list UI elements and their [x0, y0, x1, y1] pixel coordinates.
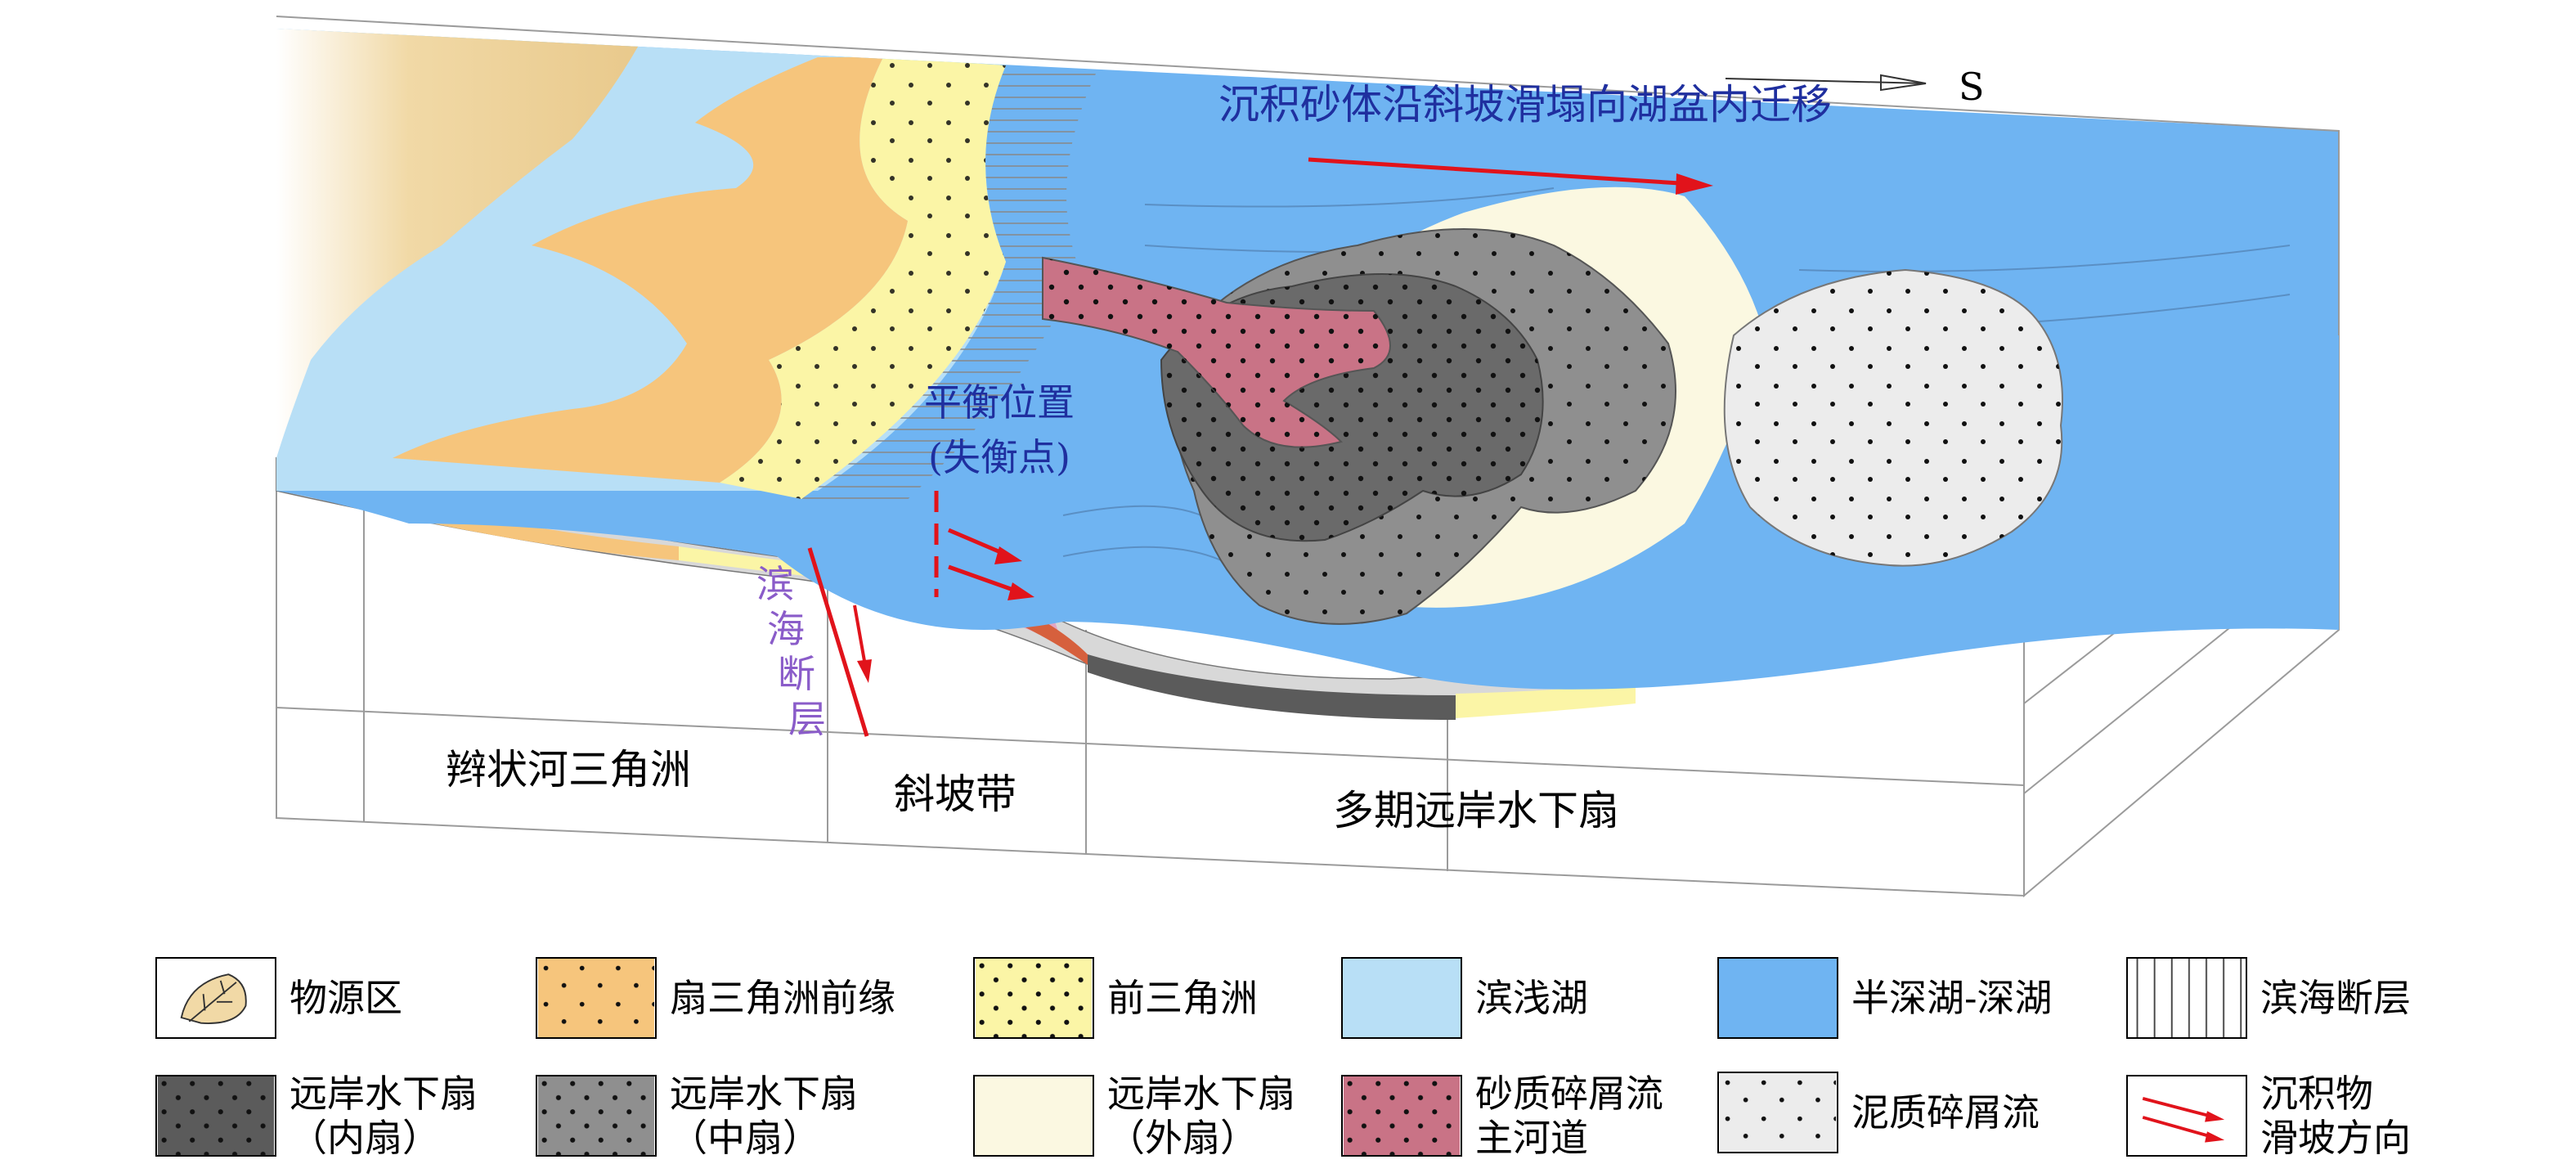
legend-label-fan-delta-front: 扇三角洲前缘 — [670, 976, 895, 1020]
slide-arrows — [948, 528, 1034, 600]
fault-swatch — [2126, 957, 2247, 1039]
coastal-fault — [807, 547, 872, 737]
legend-item-source: 物源区 — [155, 957, 402, 1039]
zone-label-slope: 斜坡带 — [894, 771, 1016, 818]
legend-label-slide-1: 沉积物 — [2260, 1072, 2373, 1116]
legend-label-sandy-channel-1: 砂质碎屑流 — [1475, 1072, 1663, 1116]
fan-delta-front-swatch — [536, 957, 657, 1039]
inner-fan-swatch — [155, 1075, 276, 1157]
legend-item-middle-fan: 远岸水下扇 （中扇） — [536, 1072, 858, 1160]
legend-label-middle-fan: 远岸水下扇 （中扇） — [670, 1072, 858, 1160]
legend-label-inner-fan-1: 远岸水下扇 — [289, 1072, 478, 1116]
shallow-lake-swatch — [1341, 957, 1462, 1039]
legend-item-slide: 沉积物 滑坡方向 — [2126, 1072, 2411, 1160]
legend-label-middle-fan-1: 远岸水下扇 — [670, 1072, 858, 1116]
legend-label-sandy-channel-2: 主河道 — [1475, 1116, 1588, 1160]
legend-label-shallow-lake: 滨浅湖 — [1475, 976, 1588, 1020]
sandy-channel — [1042, 256, 1391, 448]
zone-label-delta: 辫状河三角洲 — [446, 746, 691, 793]
sandy-channel-swatch — [1341, 1075, 1462, 1157]
legend-item-muddy-flow: 泥质碎屑流 — [1717, 1072, 2040, 1153]
legend-label-inner-fan: 远岸水下扇 （内扇） — [289, 1072, 478, 1160]
outer-fan-swatch — [973, 1075, 1094, 1157]
legend-label-muddy-flow-1: 泥质碎屑流 — [1851, 1090, 2040, 1135]
legend-item-inner-fan: 远岸水下扇 （内扇） — [155, 1072, 478, 1160]
fault-char-1: 滨 — [756, 562, 794, 606]
legend-label-slide-2: 滑坡方向 — [2260, 1116, 2411, 1160]
legend-item-prodelta: 前三角洲 — [973, 957, 1258, 1039]
zone-label-fan: 多期远岸水下扇 — [1333, 787, 1619, 834]
legend-label-muddy-flow: 泥质碎屑流 — [1851, 1090, 2040, 1135]
legend-item-deep-lake: 半深湖-深湖 — [1717, 957, 2053, 1039]
legend-label-inner-fan-2: （内扇） — [289, 1116, 440, 1160]
balance-point-label: 平衡位置 — [924, 380, 1075, 425]
muddy-debris-lobe — [1723, 268, 2063, 567]
legend-label-outer-fan: 远岸水下扇 （外扇） — [1107, 1072, 1295, 1160]
legend-label-fault: 滨海断层 — [2260, 976, 2411, 1020]
fault-char-4: 层 — [788, 697, 826, 741]
source-area-swatch — [155, 957, 276, 1039]
legend-label-prodelta: 前三角洲 — [1107, 976, 1258, 1020]
legend-label-slide: 沉积物 滑坡方向 — [2260, 1072, 2411, 1160]
legend-label-deep-lake: 半深湖-深湖 — [1851, 976, 2053, 1020]
legend-item-shallow-lake: 滨浅湖 — [1341, 957, 1588, 1039]
muddy-flow-swatch — [1717, 1072, 1838, 1153]
legend-item-sandy-channel: 砂质碎屑流 主河道 — [1341, 1072, 1663, 1160]
middle-fan-swatch — [536, 1075, 657, 1157]
legend-label-outer-fan-2: （外扇） — [1107, 1116, 1258, 1160]
legend-item-outer-fan: 远岸水下扇 （外扇） — [973, 1072, 1295, 1160]
migration-annotation: 沉积砂体沿斜坡滑塌向湖盆内迁移 — [1218, 81, 1832, 128]
prodelta-swatch — [973, 957, 1094, 1039]
legend-label-source: 物源区 — [289, 976, 402, 1020]
fault-char-3: 断 — [778, 652, 815, 696]
deep-lake-swatch — [1717, 957, 1838, 1039]
legend-label-middle-fan-2: （中扇） — [670, 1116, 820, 1160]
legend-item-fault: 滨海断层 — [2126, 957, 2411, 1039]
migration-arrow — [1308, 157, 1713, 195]
slide-direction-swatch — [2126, 1075, 2247, 1157]
balance-point-sublabel: (失衡点) — [928, 435, 1070, 479]
compass-indicator: S — [1725, 65, 1985, 109]
legend-label-sandy-channel: 砂质碎屑流 主河道 — [1475, 1072, 1663, 1160]
legend-label-outer-fan-1: 远岸水下扇 — [1107, 1072, 1295, 1116]
fault-char-2: 海 — [767, 607, 805, 651]
legend-item-fan-delta-front: 扇三角洲前缘 — [536, 957, 895, 1039]
legend: 物源区 扇三角洲前缘 前三角洲 滨浅湖 半深湖-深湖 滨海断层 远岸水下扇 （内… — [155, 949, 2502, 1170]
compass-label: S — [1959, 65, 1985, 109]
